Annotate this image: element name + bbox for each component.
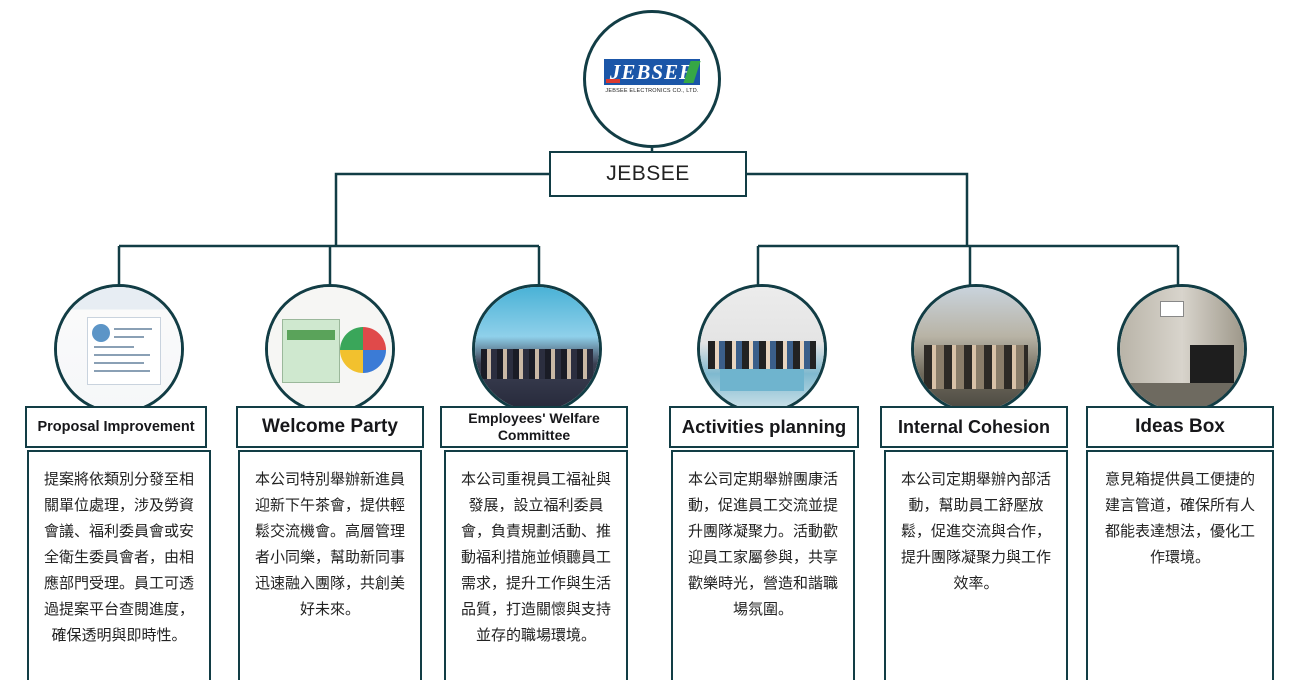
logo-mark-icon: JEBSEE <box>604 59 701 85</box>
ideas-description: 意見箱提供員工便捷的建言管道，確保所有人都能表達想法，優化工作環境。 <box>1104 470 1255 566</box>
cohesion-description-box: 本公司定期舉辦內部活動，幫助員工舒壓放鬆，促進交流與合作，提升團隊凝聚力與工作效… <box>884 450 1068 680</box>
left-branch-line <box>334 172 549 246</box>
cohesion-description: 本公司定期舉辦內部活動，幫助員工舒壓放鬆，促進交流與合作，提升團隊凝聚力與工作效… <box>900 470 1051 592</box>
logo-text: JEBSEE <box>609 59 695 84</box>
ideas-photo-circle <box>1117 284 1247 414</box>
welfare-title-box: Employees' Welfare Committee <box>440 406 628 448</box>
proposal-description: 提案將依類別分發至相關單位處理，涉及勞資會議、福利委員會或安全衛生委員會者，由相… <box>43 470 194 644</box>
welfare-description-box: 本公司重視員工福祉與發展，設立福利委員會，負責規劃活動、推動福利措施並傾聽員工需… <box>444 450 628 680</box>
ideas-description-box: 意見箱提供員工便捷的建言管道，確保所有人都能表達想法，優化工作環境。 <box>1086 450 1274 680</box>
welcome-title-box: Welcome Party <box>236 406 424 448</box>
cohesion-photo-circle <box>911 284 1041 414</box>
proposal-title-box: Proposal Improvement <box>25 406 207 448</box>
activities-description: 本公司定期舉辦團康活動，促進員工交流並提升團隊凝聚力。活動歡迎員工家屬參與，共享… <box>687 470 838 618</box>
activities-photo-circle <box>697 284 827 414</box>
welfare-description: 本公司重視員工福祉與發展，設立福利委員會，負責規劃活動、推動福利措施並傾聽員工需… <box>460 470 611 644</box>
cohesion-title-box: Internal Cohesion <box>880 406 1068 448</box>
ideas-box-photo <box>1120 287 1244 411</box>
welcome-description-box: 本公司特別舉辦新進員迎新下午茶會，提供輕鬆交流機會。高層管理者小同樂，幫助新同事… <box>238 450 422 680</box>
welfare-committee-group-photo <box>475 287 599 411</box>
proposal-photo-circle <box>54 284 184 414</box>
activities-title-box: Activities planning <box>669 406 859 448</box>
welcome-party-poster-image <box>268 287 392 411</box>
right-branch-line <box>747 172 969 246</box>
ideas-title-box: Ideas Box <box>1086 406 1274 448</box>
jebsee-logo: JEBSEE JEBSEE ELECTRONICS CO., LTD. <box>604 59 701 103</box>
proposal-description-box: 提案將依類別分發至相關單位處理，涉及勞資會議、福利委員會或安全衛生委員會者，由相… <box>27 450 211 680</box>
logo-subtitle: JEBSEE ELECTRONICS CO., LTD. <box>605 88 699 94</box>
welfare-title: Employees' Welfare Committee <box>468 410 600 443</box>
proposal-document-image <box>57 287 181 411</box>
company-logo-circle: JEBSEE JEBSEE ELECTRONICS CO., LTD. <box>583 10 721 148</box>
activities-title: Activities planning <box>681 416 847 437</box>
welfare-photo-circle <box>472 284 602 414</box>
welcome-photo-circle <box>265 284 395 414</box>
root-label: JEBSEE <box>606 162 690 185</box>
welcome-description: 本公司特別舉辦新進員迎新下午茶會，提供輕鬆交流機會。高層管理者小同樂，幫助新同事… <box>254 470 405 618</box>
activities-group-photo <box>700 287 824 411</box>
cohesion-outdoor-photo <box>914 287 1038 411</box>
welcome-title: Welcome Party <box>262 416 398 437</box>
root-label-box: JEBSEE <box>549 151 747 197</box>
activities-description-box: 本公司定期舉辦團康活動，促進員工交流並提升團隊凝聚力。活動歡迎員工家屬參與，共享… <box>671 450 855 680</box>
proposal-title: Proposal Improvement <box>37 419 195 435</box>
cohesion-title: Internal Cohesion <box>897 416 1050 437</box>
ideas-title: Ideas Box <box>1135 416 1225 437</box>
